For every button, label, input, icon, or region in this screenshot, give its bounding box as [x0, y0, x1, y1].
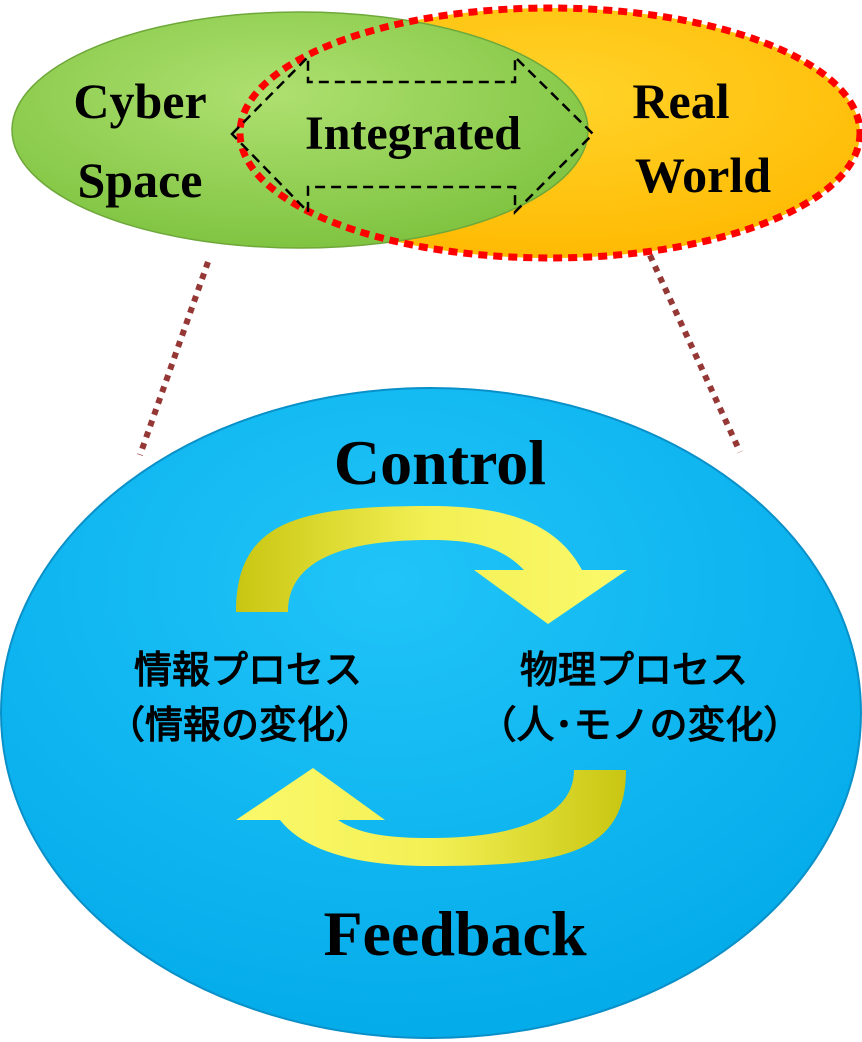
physical-process-sublabel: （人･モノの変化） — [478, 703, 801, 747]
integrated-label: Integrated — [305, 107, 521, 160]
cps-cycle-circle — [0, 387, 862, 1039]
feedback-arrow — [236, 768, 626, 866]
control-arrow — [236, 506, 627, 624]
zoom-line-left — [137, 261, 211, 456]
real-label-line1: Real — [632, 73, 729, 129]
control-label: Control — [334, 427, 546, 498]
real-label-line2: World — [635, 147, 771, 203]
cyber-label-line2: Space — [78, 152, 203, 208]
feedback-label: Feedback — [323, 898, 587, 969]
integrated-double-arrow — [230, 53, 595, 216]
cyber-label-line1: Cyber — [73, 73, 206, 129]
info-process-label: 情報プロセス — [134, 648, 362, 692]
info-process-sublabel: （情報の変化） — [107, 703, 373, 747]
physical-process-label: 物理プロセス — [520, 648, 748, 692]
integrated-region-border — [236, 4, 862, 262]
